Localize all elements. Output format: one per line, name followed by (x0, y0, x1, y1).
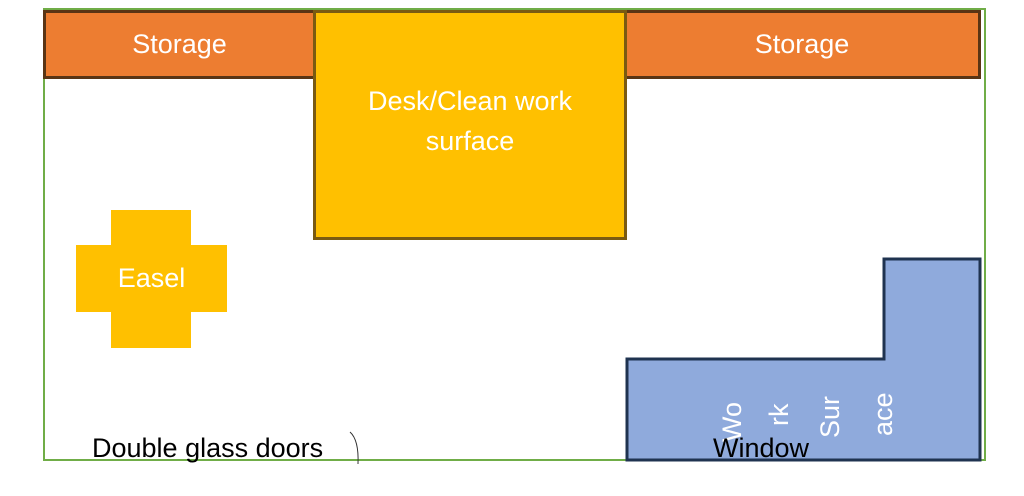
window-label: Window (713, 433, 810, 463)
storage-right-label: Storage (754, 29, 850, 59)
room-outline (43, 8, 986, 461)
storage-left-label: Storage (132, 29, 227, 59)
work-surface-polygon (625, 257, 982, 462)
easel-label-box: Easel (76, 245, 227, 312)
work-surface-text-3: Sur (815, 395, 845, 438)
work-surface-text-2: rk (764, 403, 794, 427)
easel-horizontal-bar (76, 245, 227, 312)
storage-right: Storage (623, 10, 981, 79)
desk-label: Desk/Clean work surface (368, 81, 572, 161)
desk-label-line2: surface (425, 126, 515, 156)
easel-label: Easel (117, 263, 186, 293)
storage-left: Storage (43, 10, 316, 79)
desk-label-line1: Desk/Clean work (367, 86, 573, 116)
door-swing-icon (349, 431, 359, 465)
desk: Desk/Clean work surface (313, 10, 627, 240)
doors-label: Double glass doors (92, 433, 324, 463)
work-surface-text-4: ace (868, 392, 898, 436)
